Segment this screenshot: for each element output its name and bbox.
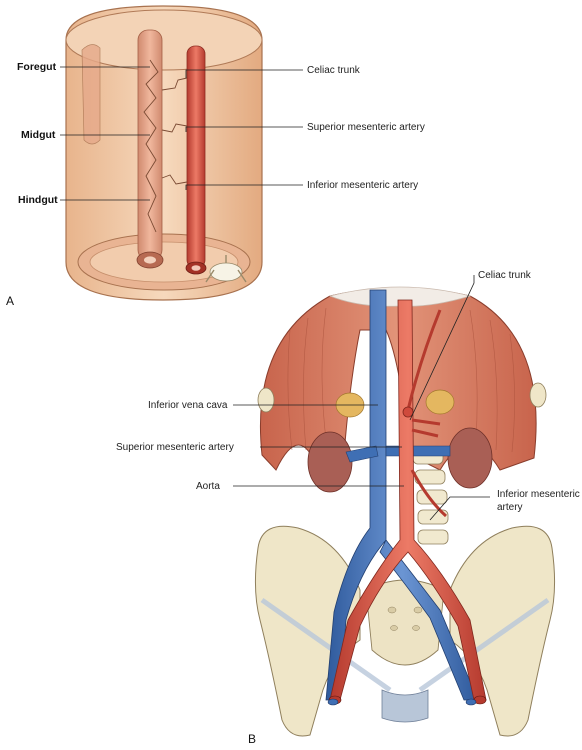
label-inferior-mesenteric-artery-a: Inferior mesenteric artery (307, 180, 418, 191)
label-inferior-mesenteric-artery-b-line1: Inferior mesenteric (497, 489, 580, 500)
panel-letter-a: A (6, 294, 14, 308)
panel-b-illustration (254, 286, 556, 737)
label-superior-mesenteric-artery-b: Superior mesenteric artery (116, 442, 234, 453)
label-hindgut: Hindgut (18, 194, 58, 206)
label-foregut: Foregut (17, 61, 57, 73)
label-superior-mesenteric-artery-a: Superior mesenteric artery (307, 122, 425, 133)
panel-a-illustration (65, 5, 263, 301)
gut-tube (137, 29, 163, 261)
panel-letter-b: B (248, 732, 256, 746)
label-celiac-trunk-b: Celiac trunk (478, 270, 532, 281)
label-midgut: Midgut (21, 129, 56, 141)
label-aorta: Aorta (196, 481, 220, 492)
cylinder-top (65, 9, 263, 71)
vertebra-sketch (205, 255, 247, 283)
panel-a-leaders (60, 66, 303, 201)
pelvis (254, 525, 556, 737)
dorsal-aorta (186, 45, 206, 269)
aorta (329, 299, 487, 701)
body-wall-cylinder (65, 5, 263, 301)
label-inferior-vena-cava: Inferior vena cava (148, 400, 228, 411)
panel-b-leaders (233, 275, 490, 521)
label-inferior-mesenteric-artery-b-line2: artery (497, 502, 523, 513)
label-celiac-trunk-a: Celiac trunk (307, 65, 361, 76)
celiac-trunk-branches (406, 309, 447, 518)
